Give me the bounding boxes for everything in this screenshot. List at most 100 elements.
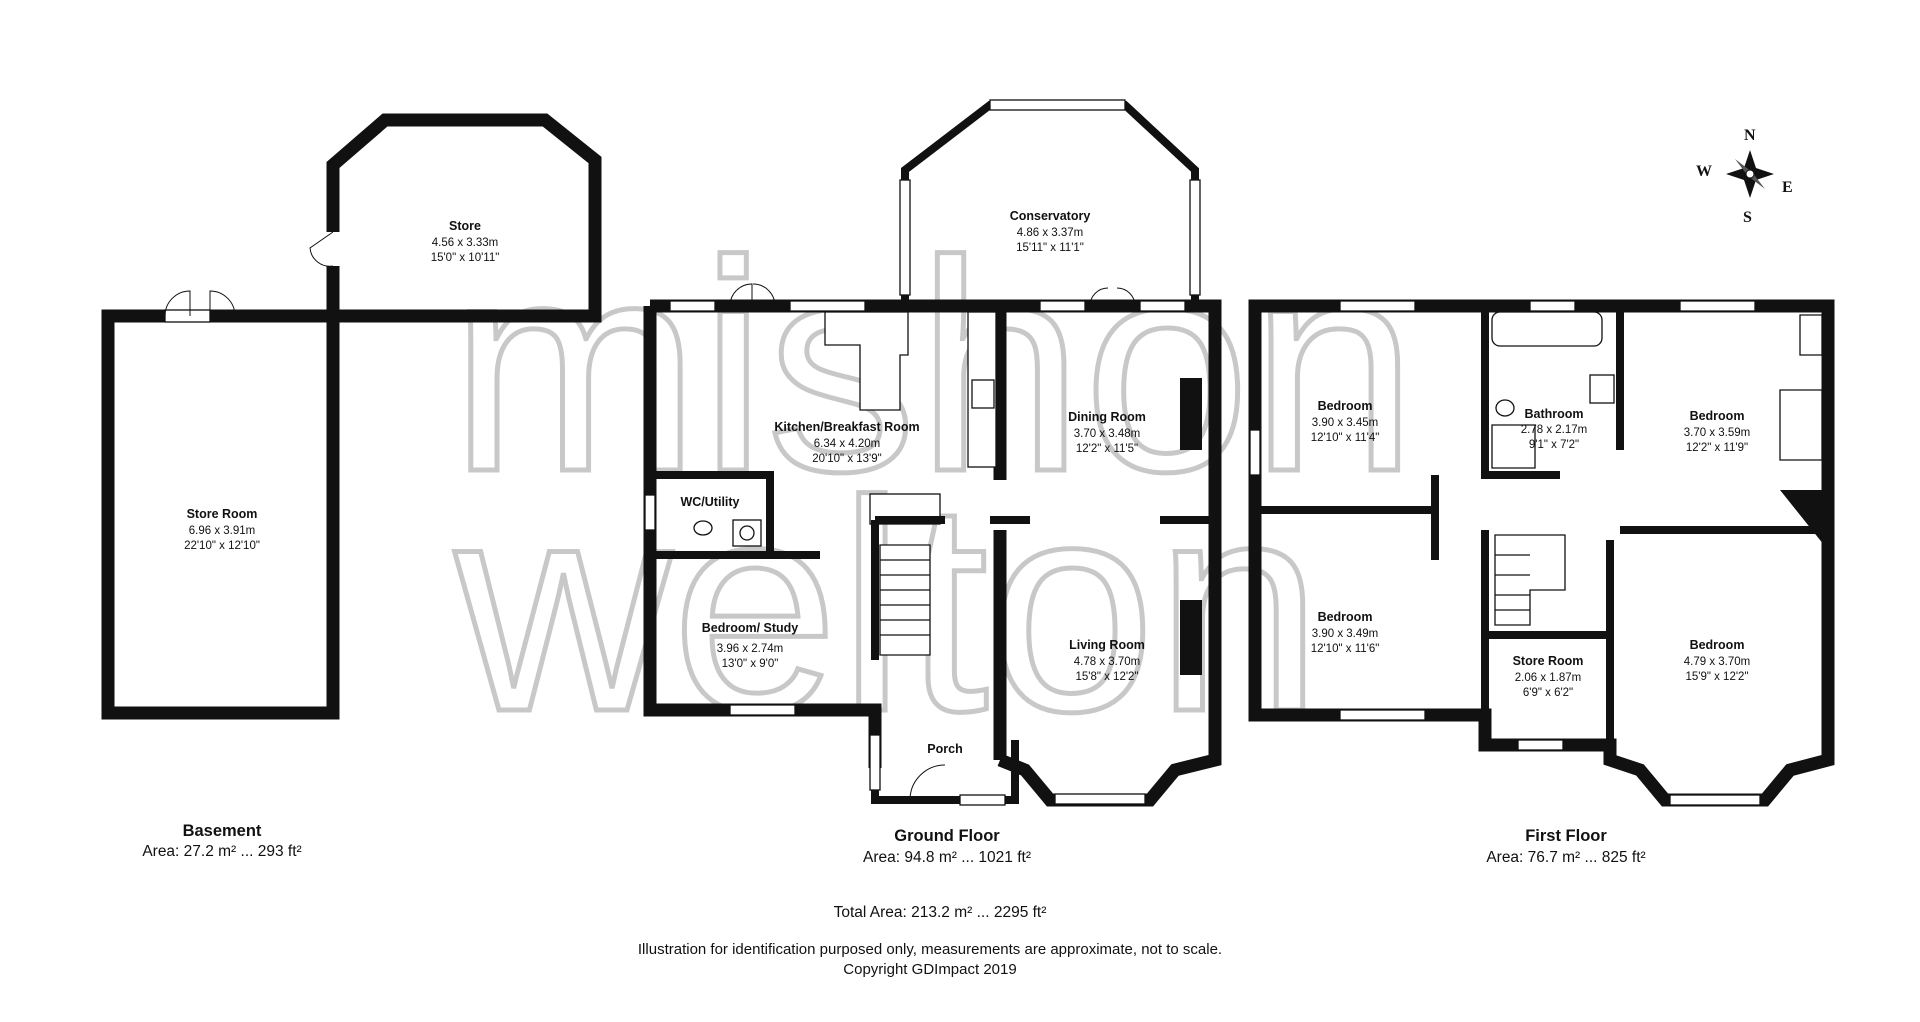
wc-window (644, 494, 656, 531)
dining-window-2 (1139, 300, 1186, 312)
bath-left-wall (1481, 306, 1560, 479)
conservatory-window-rear (989, 99, 1126, 111)
living-bay-window (1054, 793, 1146, 805)
kitchen-window-1 (669, 300, 716, 312)
conservatory-metric: 4.86 x 3.37m (1017, 227, 1083, 239)
porch-window-front (959, 794, 1006, 806)
gf-dining-living-walls (997, 299, 1222, 807)
bed4-imperial: 15'9" x 12'2" (1685, 671, 1748, 683)
ground-floor-title: Ground Floor (894, 827, 1000, 845)
compass-north: N (1744, 127, 1756, 144)
ground-floor-plan (643, 99, 1222, 807)
compass-icon: N E S W (1696, 127, 1793, 226)
ff-store-imperial: 6'9" x 6'2" (1523, 687, 1573, 699)
bed1-side-window (1249, 429, 1261, 476)
bed4-name: Bedroom (1690, 638, 1745, 652)
bathroom-imperial: 9'1" x 7'2" (1529, 439, 1579, 451)
bath-toilet-icon (1495, 399, 1515, 417)
first-floor-title: First Floor (1525, 827, 1607, 845)
dining-name: Dining Room (1068, 410, 1146, 424)
living-metric: 4.78 x 3.70m (1074, 656, 1140, 668)
bedroom-study-metric: 3.96 x 2.74m (717, 643, 783, 655)
kitchen-name: Kitchen/Breakfast Room (774, 420, 919, 434)
bed1-bed3-wall (1255, 475, 1439, 560)
basement-area: Area: 27.2 m² ... 293 ft² (142, 843, 301, 860)
living-name: Living Room (1069, 638, 1145, 652)
porch-door (909, 764, 946, 801)
study-window (729, 704, 796, 716)
basement-plan (101, 113, 602, 720)
conservatory-window-right (1189, 179, 1201, 296)
bed2-metric: 3.70 x 3.59m (1684, 427, 1750, 439)
store-metric: 4.56 x 3.33m (432, 237, 498, 249)
gf-kitchen-dining-wall (905, 299, 1007, 760)
compass-east: E (1782, 179, 1793, 196)
hob-icon (971, 379, 995, 409)
kitchen-imperial: 20'10" x 13'9" (812, 453, 881, 465)
first-floor-area: Area: 76.7 m² ... 825 ft² (1486, 849, 1645, 866)
store-door (309, 231, 334, 267)
bathroom-name: Bathroom (1524, 407, 1583, 421)
kitchen-double-door (729, 283, 776, 307)
bed3-window (1339, 709, 1426, 721)
room-labels: Store 4.56 x 3.33m 15'0" x 10'11" Store … (184, 209, 1750, 756)
conservatory-imperial: 15'11" x 11'1" (1016, 242, 1084, 254)
dining-window-1 (1039, 300, 1086, 312)
dining-metric: 3.70 x 3.48m (1074, 428, 1140, 440)
bed1-imperial: 12'10" x 11'4" (1311, 432, 1380, 444)
disclaimer: Illustration for identification purposed… (638, 941, 1222, 958)
ff-chimney (1780, 490, 1828, 550)
kitchen-island (824, 311, 909, 411)
bed4-metric: 4.79 x 3.70m (1684, 656, 1750, 668)
wc-name: WC/Utility (680, 495, 739, 509)
dining-imperial: 12'2" x 11'5" (1076, 443, 1138, 455)
compass-west: W (1696, 163, 1712, 180)
total-area: Total Area: 213.2 m² ... 2295 ft² (834, 904, 1047, 921)
store-room-door-gap (164, 309, 211, 323)
kitchen-window-2 (789, 300, 866, 312)
copyright: Copyright GDImpact 2019 (843, 961, 1016, 978)
bed2-name: Bedroom (1690, 409, 1745, 423)
stair-walls (871, 516, 1000, 660)
bed1-window (1339, 300, 1416, 312)
ff-store-window (1517, 739, 1564, 751)
bed2-window (1679, 300, 1756, 312)
store-room-walls (101, 309, 340, 720)
bed1-name: Bedroom (1318, 399, 1373, 413)
bath-window (1529, 300, 1576, 312)
conservatory-window-left (899, 179, 911, 296)
dining-chimney (1180, 378, 1202, 450)
porch-window-left (869, 734, 881, 791)
dining-double-door (1089, 287, 1136, 307)
store-room-metric: 6.96 x 3.91m (189, 525, 255, 537)
bed2-imperial: 12'2" x 11'9" (1686, 442, 1748, 454)
ground-floor-area: Area: 94.8 m² ... 1021 ft² (863, 849, 1031, 866)
store-walls (326, 113, 602, 323)
ff-staircase-icon (1494, 534, 1566, 626)
wardrobe-icon (1779, 314, 1823, 461)
bath-icon (1491, 311, 1603, 347)
bedroom-study-imperial: 13'0" x 9'0" (722, 658, 779, 670)
first-floor-plan (1248, 299, 1835, 807)
compass-south: S (1743, 209, 1752, 226)
living-chimney (1180, 600, 1202, 675)
basement-title: Basement (183, 822, 262, 840)
washer-drum-icon (739, 525, 755, 541)
store-room-double-door (164, 290, 236, 317)
toilet-icon (693, 520, 713, 536)
living-imperial: 15'8" x 12'2" (1075, 671, 1138, 683)
store-room-imperial: 22'10" x 12'10" (184, 540, 260, 552)
porch-name: Porch (927, 742, 962, 756)
store-name: Store (449, 219, 481, 233)
ff-store-metric: 2.06 x 1.87m (1515, 672, 1581, 684)
basin-icon (1589, 374, 1615, 404)
bed3-metric: 3.90 x 3.49m (1312, 628, 1378, 640)
ff-store-name: Store Room (1513, 654, 1584, 668)
bed4-bay-window (1669, 794, 1761, 806)
store-imperial: 15'0" x 10'11" (431, 252, 500, 264)
bedroom-study-name: Bedroom/ Study (702, 621, 799, 635)
floor-captions: Basement Area: 27.2 m² ... 293 ft² Groun… (142, 822, 1645, 978)
store-room-name: Store Room (187, 507, 258, 521)
conservatory-name: Conservatory (1010, 209, 1091, 223)
